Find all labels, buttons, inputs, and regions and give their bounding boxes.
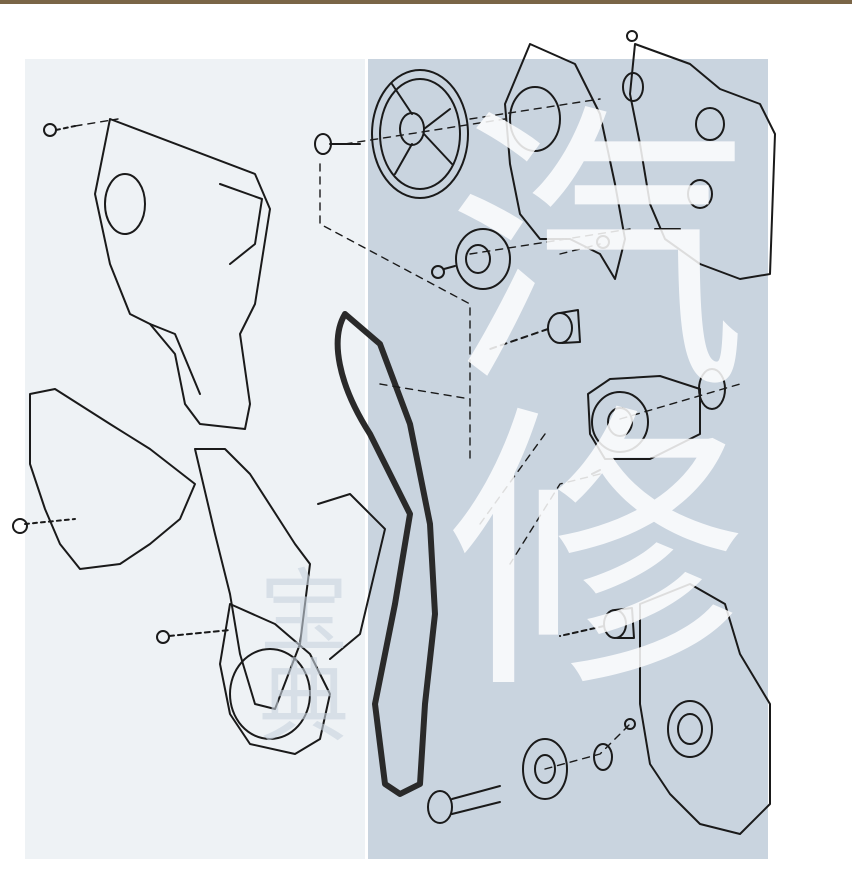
camshaft-sprocket: [371, 69, 469, 199]
lower-timing-cover: [156, 493, 386, 755]
idler-roller-upper: [489, 309, 581, 350]
oil-pump-housing: [624, 583, 771, 835]
watermark-left-bg: [25, 59, 365, 859]
middle-timing-cover: [194, 448, 311, 710]
timing-belt: [334, 311, 438, 797]
crankshaft-sprocket: [522, 738, 613, 800]
camshaft-bolt: [314, 133, 361, 155]
cover-bolt-top-left: [43, 123, 76, 137]
alignment-lines: [74, 98, 741, 770]
top-accent-bar: [0, 0, 852, 4]
idler-roller-lower: [559, 607, 635, 639]
cylinder-head-section: [622, 30, 776, 280]
vibration-damper-bracket: [12, 388, 196, 570]
tensioner-pulley: [431, 228, 511, 290]
water-pump: [587, 375, 701, 475]
diagram-art: [12, 30, 776, 835]
timing-belt-exploded-diagram: 汽修 宝典: [0, 4, 852, 889]
rear-cover-plate: [504, 43, 626, 280]
upper-timing-cover: [94, 118, 271, 430]
crankshaft-bolt: [427, 785, 501, 824]
watermark-left-panel: [25, 59, 365, 859]
